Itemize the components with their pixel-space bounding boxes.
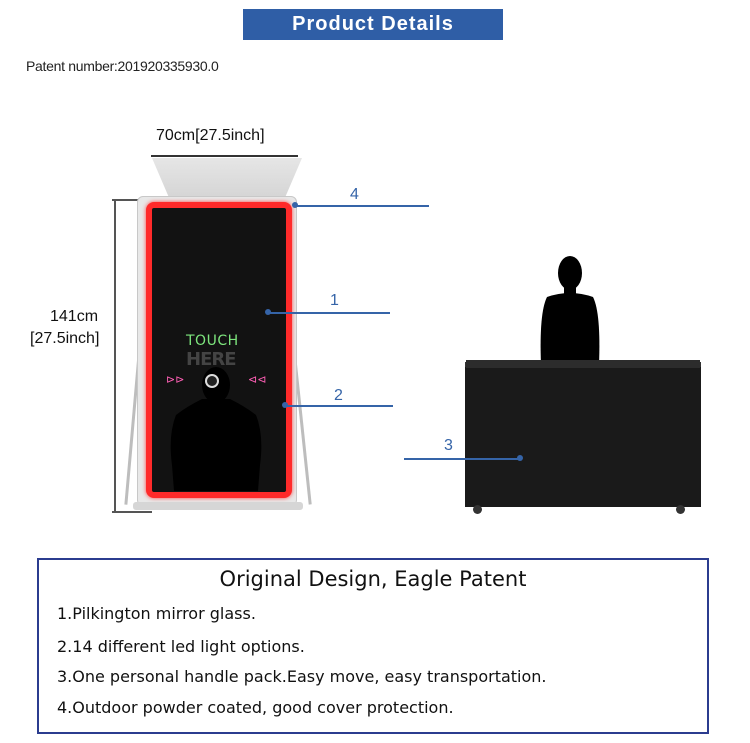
counter-wheel <box>676 505 685 514</box>
features-box: Original Design, Eagle Patent 1.Pilkingt… <box>37 558 709 734</box>
product-details-banner: Product Details <box>243 9 503 40</box>
width-dimension-label: 70cm[27.5inch] <box>156 127 265 144</box>
callout-dot-2 <box>282 402 288 408</box>
callout-dot-1 <box>265 309 271 315</box>
height-tick-bottom <box>112 511 152 513</box>
height-dimension-label-inch: [27.5inch] <box>30 330 100 347</box>
callout-number-1: 1 <box>330 292 339 309</box>
height-dimension-line <box>114 199 116 512</box>
counter-wheel <box>473 505 482 514</box>
booth-base <box>133 502 303 510</box>
feature-item-2: 2.14 different led light options. <box>57 637 305 656</box>
callout-number-3: 3 <box>444 437 453 454</box>
height-tick-top <box>112 199 152 201</box>
patent-number: 201920335930.0 <box>117 58 219 74</box>
width-dimension-line <box>151 155 298 157</box>
feature-item-1: 1.Pilkington mirror glass. <box>57 604 256 623</box>
touch-target-icon <box>205 374 219 388</box>
feature-item-3: 3.One personal handle pack.Easy move, ea… <box>57 667 547 686</box>
booth-canopy <box>152 158 302 200</box>
callout-line-4 <box>296 205 429 207</box>
arrow-left-icon: ⊲⊲ <box>248 373 267 386</box>
counter-case <box>465 362 701 507</box>
callout-dot-3 <box>517 455 523 461</box>
here-text: HERE <box>186 349 237 370</box>
touch-text: TOUCH <box>186 333 239 349</box>
callout-number-4: 4 <box>350 186 359 203</box>
callout-line-3 <box>404 458 521 460</box>
arrow-right-icon: ⊳⊳ <box>166 373 185 386</box>
counter-top <box>466 360 700 368</box>
callout-dot-4 <box>292 202 298 208</box>
callout-line-1 <box>268 312 390 314</box>
height-dimension-label: 141cm <box>50 308 99 325</box>
callout-line-2 <box>285 405 393 407</box>
patent-label: Patent number: <box>26 58 118 74</box>
feature-item-4: 4.Outdoor powder coated, good cover prot… <box>57 698 454 717</box>
patent-info: Patent number:201920335930.0 <box>26 58 219 74</box>
person-silhouette <box>540 256 600 365</box>
callout-number-2: 2 <box>334 387 343 404</box>
features-title: Original Design, Eagle Patent <box>219 567 527 591</box>
